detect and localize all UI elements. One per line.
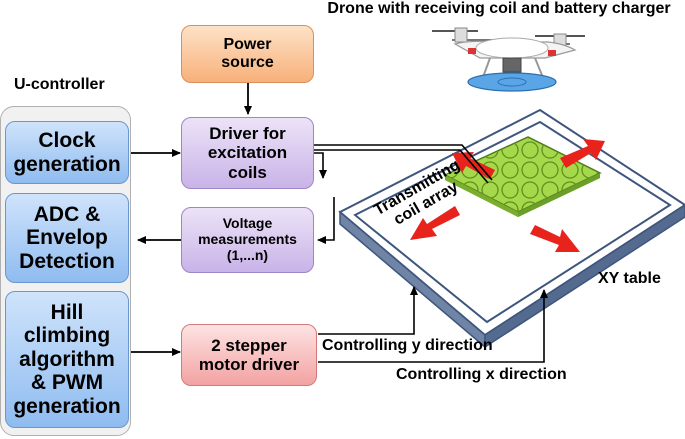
- controlling-y-direction-label: Controlling y direction: [322, 337, 493, 354]
- motion-arrow-up-right: [560, 139, 605, 168]
- coil-to-voltage-arrow: [317, 197, 335, 244]
- clock-generation-block: Clock generation: [5, 121, 129, 184]
- stepper-motor-driver-block: 2 stepper motor driver: [181, 324, 317, 386]
- motion-arrow-left: [410, 206, 460, 240]
- driver-excitation-coils-block: Driver for excitation coils: [181, 117, 314, 189]
- stepper-x-arrow: [318, 289, 548, 363]
- stepper-y-arrow: [318, 286, 418, 335]
- driver-to-coil-line-1: [313, 144, 493, 181]
- adc-envelop-detection-block: ADC & Envelop Detection: [5, 193, 129, 283]
- ucontroller-title: U-controller: [14, 76, 105, 93]
- drone-caption: Drone with receiving coil and battery ch…: [327, 0, 671, 17]
- driver-to-voltage-arrow: [313, 152, 327, 179]
- coil-array-board: [443, 136, 602, 217]
- drone-image: [432, 27, 585, 92]
- driver-to-coil-line-2: [313, 149, 489, 184]
- voltage-measurements-block: Voltage measurements (1,...n): [181, 207, 314, 273]
- controlling-x-direction-label: Controlling x direction: [396, 366, 567, 383]
- motion-arrow-down-right: [530, 225, 580, 252]
- hill-climbing-pwm-block: Hill climbing algorithm & PWM generation: [5, 291, 129, 428]
- power-source-block: Power source: [181, 25, 314, 83]
- xy-table-label: XY table: [598, 270, 661, 287]
